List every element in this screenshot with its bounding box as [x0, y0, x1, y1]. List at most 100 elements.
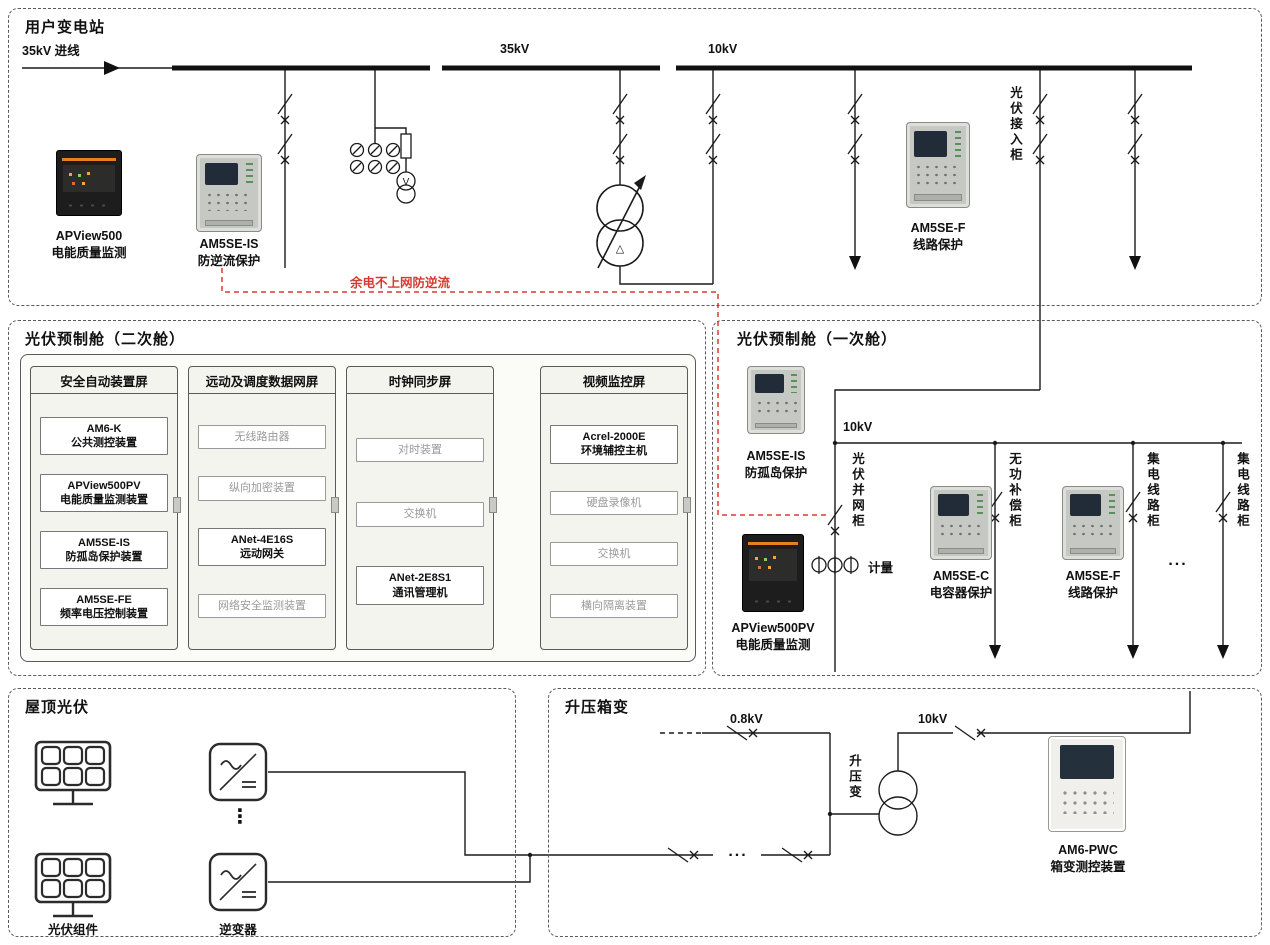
anti-backflow-trip-line	[221, 268, 826, 516]
svg-text:V: V	[403, 177, 410, 188]
panel-item-line: 硬盘录像机	[586, 496, 642, 509]
device-buttons	[1059, 787, 1115, 815]
bus-35kv-label: 35kV	[500, 42, 530, 56]
device-slot	[754, 423, 798, 429]
caption-desc: 电能质量监测	[735, 637, 811, 652]
panel-item: 交换机	[356, 502, 484, 527]
zone-boost-box: 升压箱变	[548, 688, 1262, 937]
zone-rooftop-pv: 屋顶光伏	[8, 688, 516, 937]
panel-items: 对时装置 交换机 ANet-2E8S1 通讯管理机	[347, 394, 493, 649]
device-screen	[749, 549, 797, 581]
main-transformer-icon: △	[596, 175, 646, 269]
panel-item-line: 纵向加密装置	[229, 482, 295, 495]
anti-backflow-note: 余电不上网防逆流	[350, 276, 451, 290]
panel-item-line: 交换机	[597, 548, 631, 561]
device-slot	[938, 548, 984, 554]
caption-model: APView500	[55, 229, 123, 243]
incoming-arrow-icon	[104, 61, 120, 75]
caption-model: APView500PV	[731, 621, 815, 635]
device-buttons	[1070, 521, 1116, 541]
more-branches-ellipsis: ...	[728, 843, 748, 860]
panel-item-line: APView500PV	[67, 479, 141, 492]
caption-am5se-c: AM5SE-C 电容器保护	[911, 568, 1011, 602]
zone-title-secondary-cabin: 光伏预制舱（二次舱）	[25, 331, 186, 348]
pt-fuse-icon: V	[349, 133, 416, 204]
device-slot	[914, 194, 962, 202]
device-am5se-f-substation	[906, 122, 970, 208]
panel-item-line: 公共测控装置	[71, 436, 137, 449]
zone-primary-cabin: 光伏预制舱（一次舱）	[712, 320, 1262, 676]
device-screen	[204, 162, 238, 186]
panel-item-line: AM5SE-FE	[76, 593, 132, 606]
device-am5se-is-substation	[196, 154, 262, 232]
device-am5se-c	[930, 486, 992, 560]
caption-model: AM5SE-C	[932, 569, 990, 583]
cabin-bus-10kv-label: 10kV	[843, 420, 873, 434]
panel-telecontrol-network: 远动及调度数据网屏 无线路由器 纵向加密装置 ANet-4E16S 远动网关 网…	[188, 366, 339, 650]
panel-item: ANet-4E16S 远动网关	[198, 527, 326, 567]
panel-item-line: 电能质量监测装置	[60, 493, 148, 506]
panel-item: Acrel-2000E 环境辅控主机	[550, 425, 678, 464]
caption-apview500: APView500 电能质量监测	[39, 228, 139, 262]
panel-item-line: ANet-2E8S1	[388, 572, 452, 585]
pv-module-label: 光伏组件	[47, 923, 98, 937]
panel-items: Acrel-2000E 环境辅控主机 硬盘录像机 交换机 横向隔离装置	[541, 394, 687, 649]
caption-model: AM5SE-F	[910, 221, 966, 235]
panel-items: AM6-K 公共测控装置 APView500PV 电能质量监测装置 AM5SE-…	[31, 394, 177, 649]
metering-ct-icon	[811, 556, 859, 574]
device-screen	[914, 131, 947, 157]
panel-item: ANet-2E8S1 通讯管理机	[356, 566, 484, 606]
device-apview500pv	[742, 534, 804, 612]
device-buttons	[204, 191, 254, 212]
device-brand-stripe	[748, 542, 798, 545]
collector-cabinet2-label: 集电线路柜	[1235, 452, 1249, 530]
caption-am6-pwc: AM6-PWC 箱变测控装置	[1028, 842, 1148, 876]
boost-transformer-label: 升压变	[847, 754, 861, 801]
caption-desc: 防孤岛保护	[744, 465, 808, 480]
device-screen	[938, 494, 970, 516]
panel-item: 无线路由器	[198, 425, 326, 450]
reactive-cabinet-label: 无功补偿柜	[1007, 452, 1021, 530]
panel-item: 横向隔离装置	[550, 593, 678, 618]
panel-item-line: AM6-K	[86, 422, 122, 435]
panel-header: 时钟同步屏	[347, 367, 493, 394]
panel-item: APView500PV 电能质量监测装置	[40, 473, 168, 513]
device-screen-pixels	[755, 557, 758, 560]
panel-item-line: 无线路由器	[234, 431, 290, 444]
panel-item: AM5SE-IS 防孤岛保护装置	[40, 530, 168, 570]
panel-item: 纵向加密装置	[198, 476, 326, 501]
feeder-arrow-icons	[849, 256, 1229, 659]
device-led-column	[954, 131, 961, 157]
zone-substation: 用户变电站	[8, 8, 1262, 306]
collector-cabinet1-label: 集电线路柜	[1145, 452, 1159, 530]
device-am5se-f-cabin	[1062, 486, 1124, 560]
panel-item: 硬盘录像机	[550, 490, 678, 516]
caption-model: AM5SE-F	[1065, 569, 1121, 583]
device-screen	[63, 165, 115, 192]
caption-am5se-is-cabin: AM5SE-IS 防孤岛保护	[726, 448, 826, 482]
caption-desc: 箱变测控装置	[1050, 859, 1126, 874]
caption-desc: 防逆流保护	[197, 253, 261, 268]
primary-cabin-wiring	[834, 389, 1242, 672]
caption-am5se-f-cabin: AM5SE-F 线路保护	[1043, 568, 1143, 602]
hv-10kv-label: 10kV	[918, 712, 948, 726]
device-buttons	[751, 598, 795, 605]
svg-text:△: △	[616, 243, 625, 255]
pv-access-cabinet-label: 光伏接入柜	[1008, 86, 1022, 164]
junction-dots	[527, 440, 1226, 858]
device-screen	[1059, 745, 1115, 780]
device-buttons	[914, 163, 962, 186]
zone-title-boost-box: 升压箱变	[565, 699, 630, 716]
device-screen	[754, 373, 784, 394]
panel-item-line: 环境辅控主机	[581, 445, 647, 458]
caption-model: AM5SE-IS	[199, 237, 259, 251]
device-buttons	[754, 398, 798, 416]
panel-video-monitoring: 视频监控屏 Acrel-2000E 环境辅控主机 硬盘录像机 交换机 横向隔离装…	[540, 366, 691, 650]
bus-10kv-label: 10kV	[708, 42, 738, 56]
device-led-column	[791, 373, 797, 394]
panel-header: 安全自动装置屏	[31, 367, 177, 394]
panel-header: 远动及调度数据网屏	[189, 367, 335, 394]
panel-item-line: 对时装置	[398, 443, 442, 456]
